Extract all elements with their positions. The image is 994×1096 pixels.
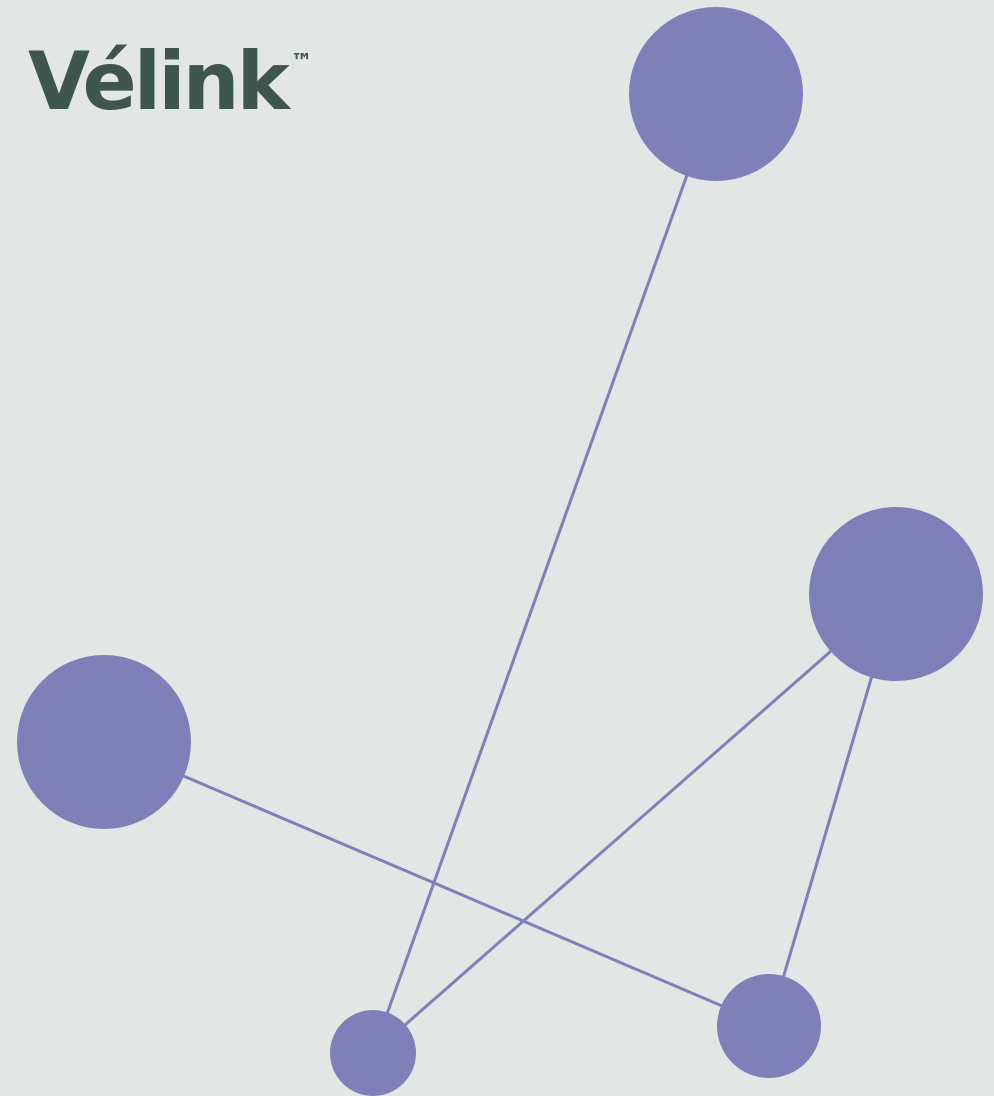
edge-left-to-bottom-right: [103, 740, 770, 1028]
edge-right-to-bottom-left: [372, 592, 897, 1055]
brand-logo: Vélink ™: [28, 42, 313, 122]
node-top: [629, 7, 803, 181]
node-right: [809, 507, 983, 681]
brand-name: Vélink: [28, 35, 290, 128]
network-nodes: [17, 7, 983, 1096]
node-bottom-left: [330, 1010, 416, 1096]
trademark-symbol: ™: [290, 50, 313, 75]
edge-top-to-bottom-left: [371, 93, 718, 1054]
node-left: [17, 655, 191, 829]
node-bottom-right: [717, 974, 821, 1078]
network-edges: [103, 93, 898, 1055]
